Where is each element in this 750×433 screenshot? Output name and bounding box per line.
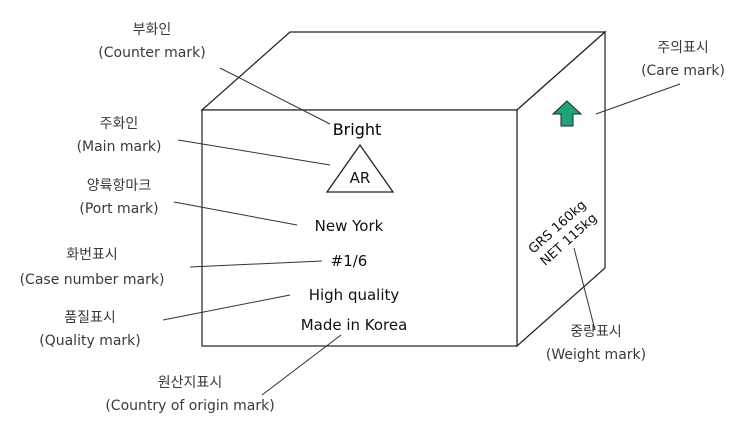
label-main-en: (Main mark) [77, 139, 162, 155]
leader-line-quality [162, 294, 291, 321]
leader-line-case-number [189, 260, 323, 268]
leader-line-care [595, 83, 681, 115]
origin-text: Made in Korea [301, 316, 408, 334]
counter-mark-text: Bright [333, 120, 382, 139]
label-counter-en: (Counter mark) [98, 45, 205, 61]
label-counter-ko: 부화인 [133, 22, 172, 38]
label-case-number-en: (Case number mark) [20, 272, 165, 288]
main-mark-text: AR [350, 169, 371, 187]
label-port-ko: 양륙항마크 [87, 178, 152, 194]
label-weight-ko: 중량표시 [570, 324, 622, 340]
label-main-ko: 주화인 [100, 116, 139, 132]
label-care-ko: 주의표시 [657, 40, 709, 56]
leader-line-counter [219, 67, 331, 125]
leader-line-origin [261, 334, 342, 396]
label-origin-ko: 원산지표시 [158, 375, 222, 391]
case-number-text: #1/6 [331, 252, 368, 270]
leader-line-port [173, 201, 298, 226]
up-arrow-icon [551, 100, 583, 127]
quality-text: High quality [309, 286, 400, 304]
leader-line-main [177, 139, 331, 166]
label-port-en: (Port mark) [79, 201, 158, 217]
label-quality-ko: 품질표시 [64, 310, 116, 326]
label-quality-en: (Quality mark) [39, 333, 140, 349]
port-mark-text: New York [315, 217, 384, 235]
label-care-en: (Care mark) [641, 63, 725, 79]
label-case-number-ko: 화번표시 [66, 247, 118, 263]
main-mark-triangle [325, 143, 395, 193]
label-weight-en: (Weight mark) [546, 347, 646, 363]
label-origin-en: (Country of origin mark) [105, 398, 274, 414]
leader-line-weight [573, 247, 596, 331]
